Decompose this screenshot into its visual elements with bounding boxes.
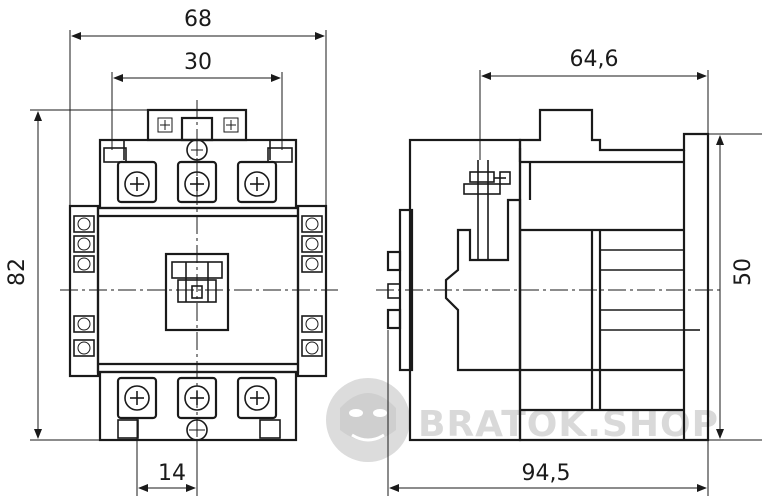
- side-terminal-screw: [463, 160, 511, 260]
- dim-side-depth: 64,6: [570, 47, 619, 72]
- side-main-housing: [518, 108, 710, 442]
- front-left-aux-contacts: [68, 204, 100, 378]
- dim-front-overall-width: 68: [184, 7, 212, 32]
- side-view: [376, 108, 720, 442]
- dim-front-height: 82: [5, 258, 30, 286]
- dim-side-total-depth: 94,5: [522, 461, 571, 486]
- side-dimensions: 64,6 94,5 50: [387, 47, 762, 496]
- dim-side-height: 50: [731, 258, 756, 286]
- front-dimensions: 68 30 82 14: [5, 7, 327, 496]
- front-view: [60, 100, 338, 450]
- dim-front-terminal-pitch: 14: [158, 461, 186, 486]
- gorilla-logo-icon: [326, 378, 410, 462]
- dim-front-inner-width: 30: [184, 50, 212, 75]
- watermark: BRATOK.SHOP: [326, 378, 718, 462]
- front-right-aux-contacts: [296, 204, 328, 378]
- side-armature-profile: [444, 198, 522, 372]
